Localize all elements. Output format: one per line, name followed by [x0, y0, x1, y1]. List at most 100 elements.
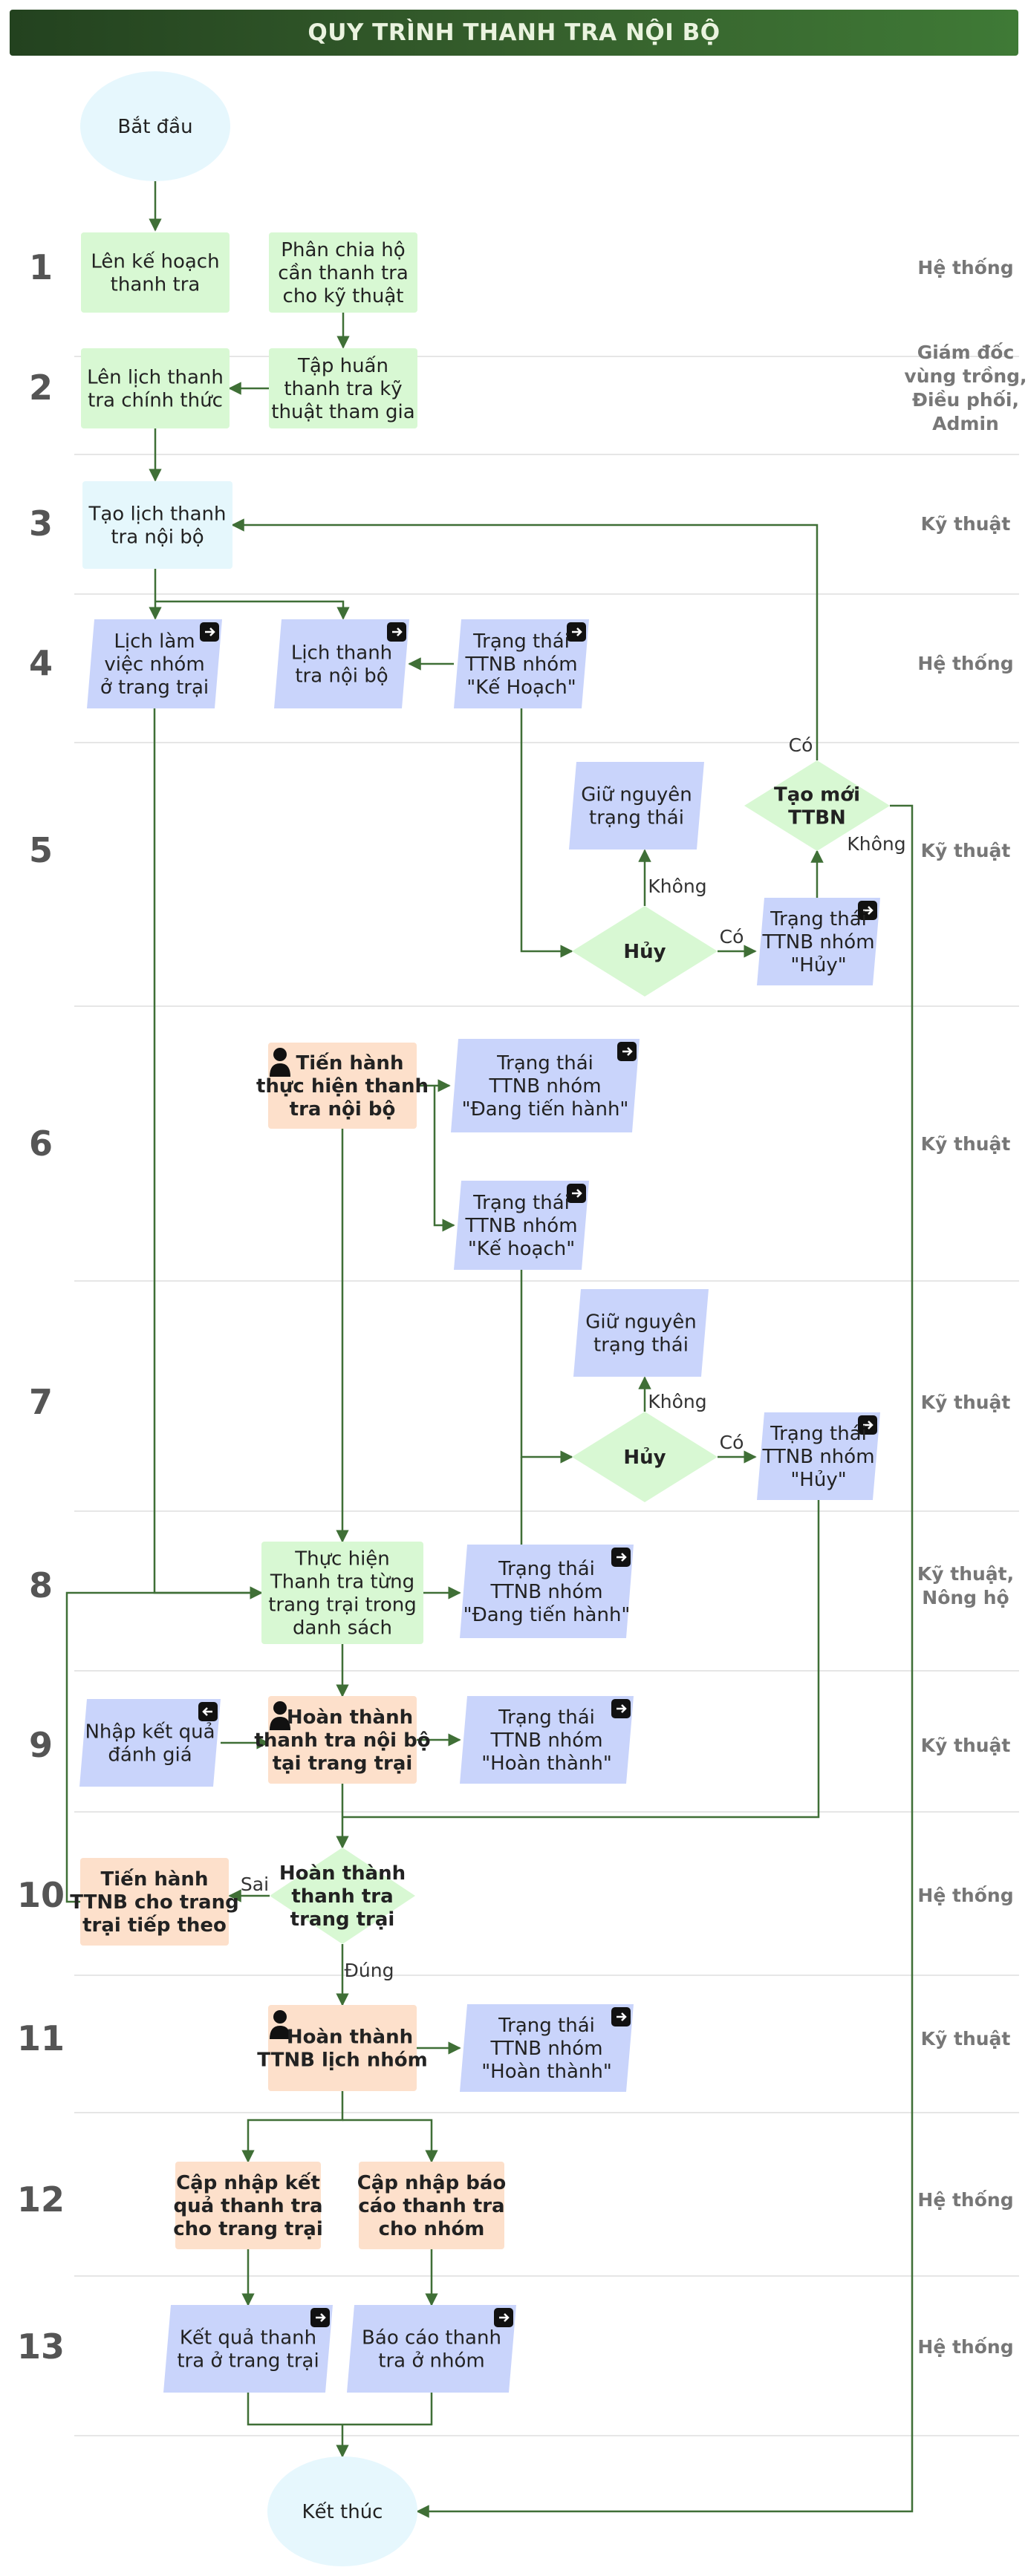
row-number: 9 [29, 1725, 53, 1765]
edge-label: Không [648, 1391, 706, 1412]
row-role: Kỹ thuật,Nông hộ [917, 1563, 1014, 1608]
process-shape [268, 2005, 417, 2091]
row-number: 11 [17, 2018, 65, 2058]
data-shape [274, 619, 409, 708]
row-role: Hệ thống [917, 653, 1013, 674]
process-shape [268, 1696, 417, 1784]
edge [241, 2091, 344, 2163]
edge-label: Có [789, 734, 813, 756]
data-shape [79, 1699, 221, 1787]
process-shape [261, 1542, 423, 1644]
process-shape [269, 348, 417, 428]
node-cancel2: Hủy [572, 1412, 718, 1502]
edge-label: Có [720, 926, 744, 948]
export-arrow-icon [567, 1184, 586, 1203]
process-shape [82, 481, 232, 569]
process-shape [81, 348, 230, 428]
row-number: 4 [29, 643, 53, 683]
process-shape [269, 232, 417, 313]
data-shape [163, 2305, 333, 2393]
row-role: Hệ thống [917, 257, 1013, 278]
row-number: 7 [29, 1382, 53, 1422]
row-number: 12 [17, 2179, 65, 2220]
edge [433, 1086, 455, 1232]
export-arrow-icon [494, 2308, 513, 2327]
person-icon [270, 1701, 290, 1730]
edge [416, 804, 914, 2518]
data-shape [757, 1412, 880, 1500]
data-shape [454, 1181, 589, 1270]
row-number: 1 [29, 247, 53, 287]
decision-shape [572, 1412, 718, 1502]
export-arrow-icon [310, 2308, 330, 2327]
edge [153, 708, 263, 1600]
row-role: Kỹ thuật [921, 2028, 1011, 2050]
row-role: Kỹ thuật [921, 1735, 1011, 1756]
row-role: Kỹ thuật [921, 840, 1011, 861]
export-arrow-icon [858, 1415, 877, 1435]
row-role: Hệ thống [917, 2336, 1013, 2358]
data-shape [460, 2004, 634, 2092]
edge-label: Đúng [345, 1960, 394, 1981]
edge [520, 708, 573, 958]
row-role: Kỹ thuật [921, 513, 1011, 535]
export-arrow-icon [858, 901, 877, 920]
export-arrow-icon [200, 622, 219, 642]
data-shape [451, 1039, 640, 1132]
data-shape [460, 1545, 634, 1638]
edge [520, 1270, 573, 1464]
node-start: Bắt đầu [80, 71, 230, 181]
edge [155, 600, 350, 620]
row-role: Hệ thống [917, 2189, 1013, 2211]
row-number: 8 [29, 1565, 53, 1605]
edge-label: Sai [241, 1874, 269, 1895]
row-number: 5 [29, 830, 53, 870]
process-shape [80, 1858, 229, 1946]
decision-shape [270, 1848, 415, 1944]
edges [65, 181, 914, 2518]
row-role: Kỹ thuật [921, 1392, 1011, 1413]
edge [342, 1500, 820, 1819]
row-number: 13 [17, 2326, 65, 2367]
row-number: 2 [29, 368, 53, 408]
export-arrow-icon [611, 1548, 631, 1567]
row-number: 6 [29, 1124, 53, 1164]
process-shape [268, 1043, 417, 1129]
export-arrow-icon [611, 2007, 631, 2026]
node-label: Hủy [623, 940, 666, 963]
page-title: QUY TRÌNH THANH TRA NỘI BỘ [308, 19, 720, 46]
row-role: Hệ thống [917, 1885, 1013, 1906]
